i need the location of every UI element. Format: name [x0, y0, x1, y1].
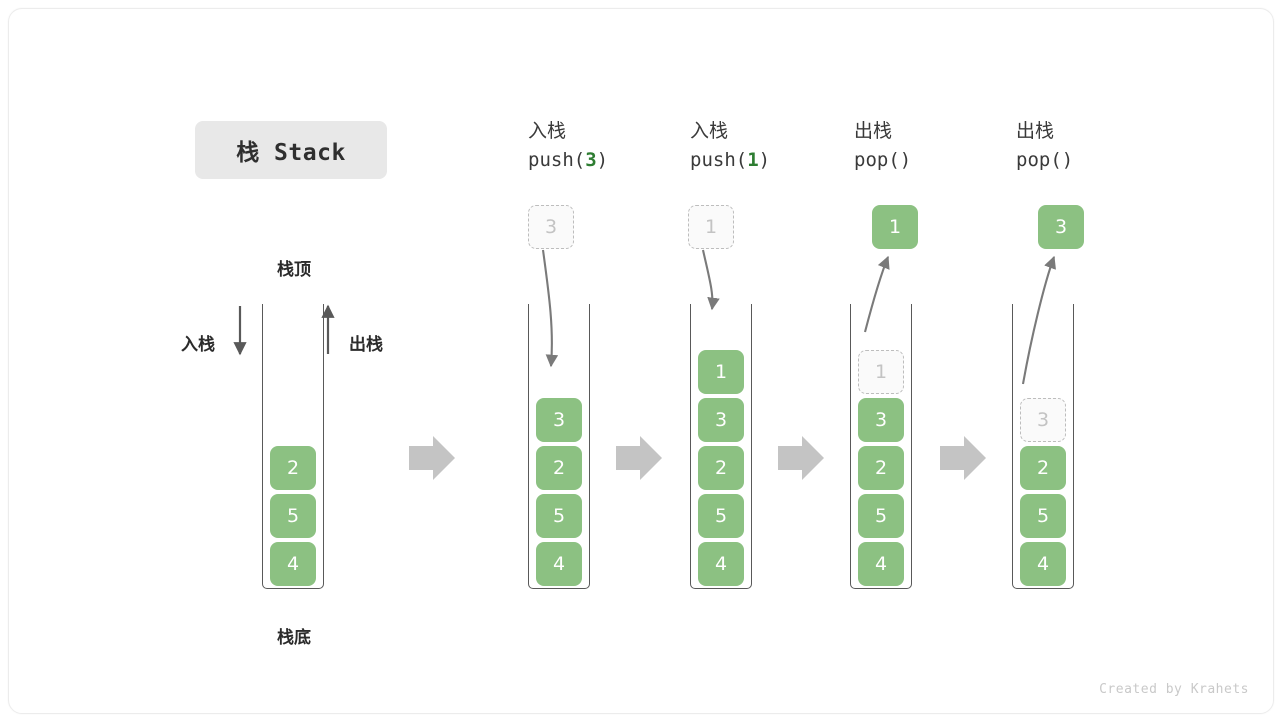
stack-cell: 3	[858, 398, 904, 442]
stack-column-pop-3: 4 5 2 3	[1012, 304, 1074, 589]
removed-cell: 3	[1020, 398, 1066, 442]
flow-arrow-1	[409, 436, 455, 480]
stack-container	[850, 304, 912, 589]
flow-arrow-3	[778, 436, 824, 480]
step-operation: push(3)	[528, 149, 609, 172]
step-operation: pop()	[854, 149, 912, 172]
stack-cell: 5	[1020, 494, 1066, 538]
stack-column-push-3: 4 5 2 3	[528, 304, 590, 589]
pop-direction-label: 出栈	[349, 335, 383, 355]
stack-column-initial: 4 5 2	[262, 304, 324, 589]
step-operation: push(1)	[690, 149, 771, 172]
stack-cells-pop-3: 4 5 2 3	[1012, 394, 1074, 586]
stack-column-push-1: 4 5 2 3 1	[690, 304, 752, 589]
popped-value-box: 3	[1038, 205, 1084, 249]
stack-cells-initial: 4 5 2	[262, 442, 324, 586]
removed-cell: 1	[858, 350, 904, 394]
step-title-cn: 出栈	[854, 120, 893, 142]
popped-value-box: 1	[872, 205, 918, 249]
step-header-push-1: 入栈 push(1)	[690, 117, 770, 176]
stack-cells-push-3: 4 5 2 3	[528, 394, 590, 586]
connector-layer	[233, 249, 1056, 480]
push-direction-label: 入栈	[181, 335, 215, 355]
stack-cell: 3	[698, 398, 744, 442]
incoming-value-box: 1	[688, 205, 734, 249]
step-header-pop-3: 出栈 pop()	[1016, 117, 1073, 176]
credit-text: Created by Krahets	[1099, 682, 1249, 697]
stack-bottom-label: 栈底	[277, 628, 311, 648]
stack-cell: 5	[698, 494, 744, 538]
title-badge: 栈 Stack	[195, 121, 387, 179]
stack-cell: 5	[536, 494, 582, 538]
stack-cell: 2	[858, 446, 904, 490]
stack-cells-pop-1: 4 5 2 3 1	[850, 346, 912, 586]
flow-arrow-2	[616, 436, 662, 480]
stack-cell: 4	[698, 542, 744, 586]
stack-cell: 4	[1020, 542, 1066, 586]
diagram-card: 栈 Stack 4 5 2 栈顶 栈底 入栈 出栈 入栈 push(3) 3 4…	[8, 8, 1274, 714]
stack-cell: 2	[698, 446, 744, 490]
stack-column-pop-1: 4 5 2 3 1	[850, 304, 912, 589]
step-title-cn: 入栈	[528, 120, 567, 142]
incoming-value-box: 3	[528, 205, 574, 249]
stack-container	[690, 304, 752, 589]
step-header-push-3: 入栈 push(3)	[528, 117, 608, 176]
stack-container	[528, 304, 590, 589]
stack-cell: 2	[536, 446, 582, 490]
stack-cell: 2	[1020, 446, 1066, 490]
stack-cell: 3	[536, 398, 582, 442]
step-title-cn: 出栈	[1016, 120, 1055, 142]
stack-cell: 5	[858, 494, 904, 538]
step-title-cn: 入栈	[690, 120, 729, 142]
stack-container	[262, 304, 324, 589]
stack-cell: 4	[536, 542, 582, 586]
stack-top-label: 栈顶	[277, 260, 311, 280]
stack-container	[1012, 304, 1074, 589]
stack-cell: 1	[698, 350, 744, 394]
stack-cell: 4	[858, 542, 904, 586]
step-operation: pop()	[1016, 149, 1074, 172]
step-header-pop-1: 出栈 pop()	[854, 117, 911, 176]
flow-arrow-4	[940, 436, 986, 480]
stack-cell: 4	[270, 542, 316, 586]
stack-cells-push-1: 4 5 2 3 1	[690, 346, 752, 586]
push-1-connector	[701, 249, 720, 311]
title-text: 栈 Stack	[236, 140, 346, 166]
stack-cell: 5	[270, 494, 316, 538]
stack-cell: 2	[270, 446, 316, 490]
